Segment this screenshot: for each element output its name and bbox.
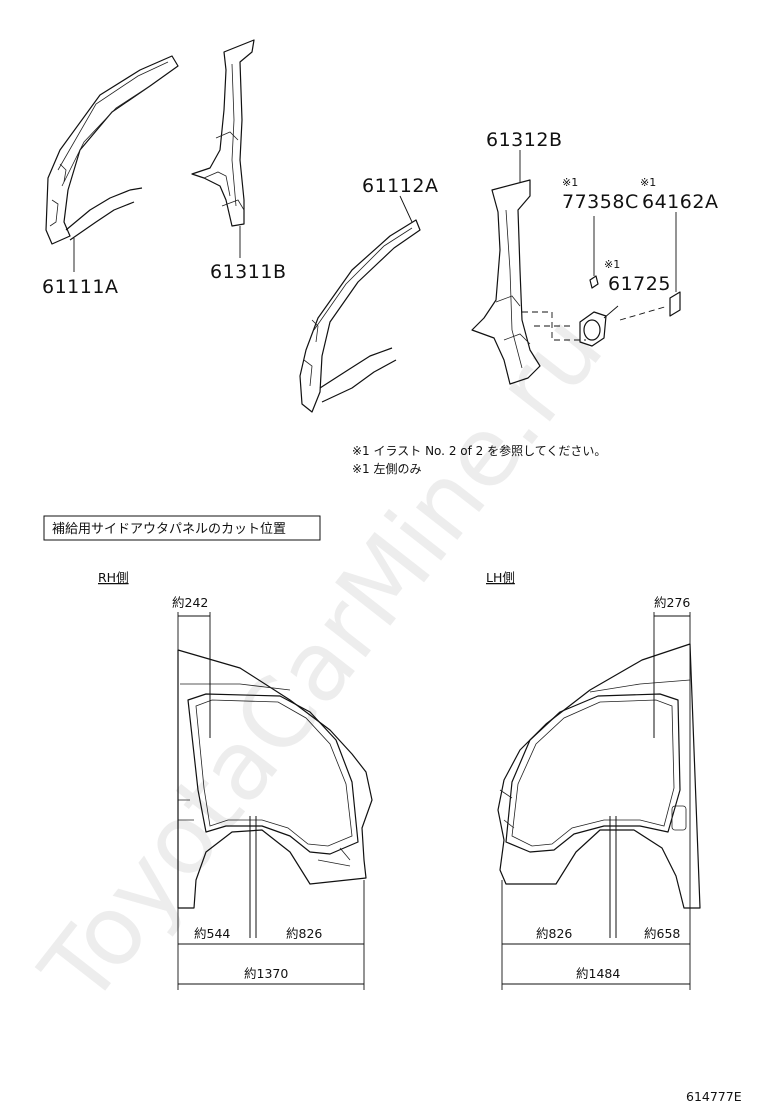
part-61725-drawing [579,305,619,347]
lh-side-label: LH側 [486,570,515,585]
note-line-1: ※1 イラスト No. 2 of 2 を参照してください。 [352,443,606,458]
note-mark-61725: ※1 [604,258,620,271]
part-61312B-drawing [471,179,541,385]
rh-dim-top: 約242 [172,595,208,610]
part-label-64162A: 64162A [642,191,718,213]
note-mark-64162A: ※1 [640,176,656,189]
part-77358C-drawing [589,216,599,289]
lh-dim-total: 約1484 [576,966,620,981]
rh-side-label: RH側 [98,570,129,585]
part-61111A-drawing [45,55,179,245]
lh-side-panel-drawing [497,643,701,909]
part-label-61311B: 61311B [210,261,286,283]
rh-dim-total: 約1370 [244,966,288,981]
part-label-61112A: 61112A [362,175,438,197]
rh-dim-left: 約544 [194,926,230,941]
rh-dim-right: 約826 [286,926,322,941]
part-label-61111A: 61111A [42,276,118,298]
part-64162A-drawing [619,212,681,321]
part-label-61725: 61725 [608,273,671,295]
part-label-61312B: 61312B [486,129,562,151]
part-61112A-drawing [299,219,421,413]
note-line-2: ※1 左側のみ [352,461,422,476]
cut-section-title-box [43,515,321,541]
part-61311B-drawing [191,39,255,227]
cut-section-title: 補給用サイドアウタパネルのカット位置 [52,522,286,537]
rh-side-panel-drawing [177,649,373,909]
part-label-77358C: 77358C [562,191,639,213]
lh-dim-right: 約658 [644,926,680,941]
diagram-code: 614777E [686,1089,742,1104]
watermark: ToyotaCarMine.ru [19,294,624,1025]
lh-dim-left: 約826 [536,926,572,941]
note-mark-77358C: ※1 [562,176,578,189]
lh-dim-top: 約276 [654,595,690,610]
